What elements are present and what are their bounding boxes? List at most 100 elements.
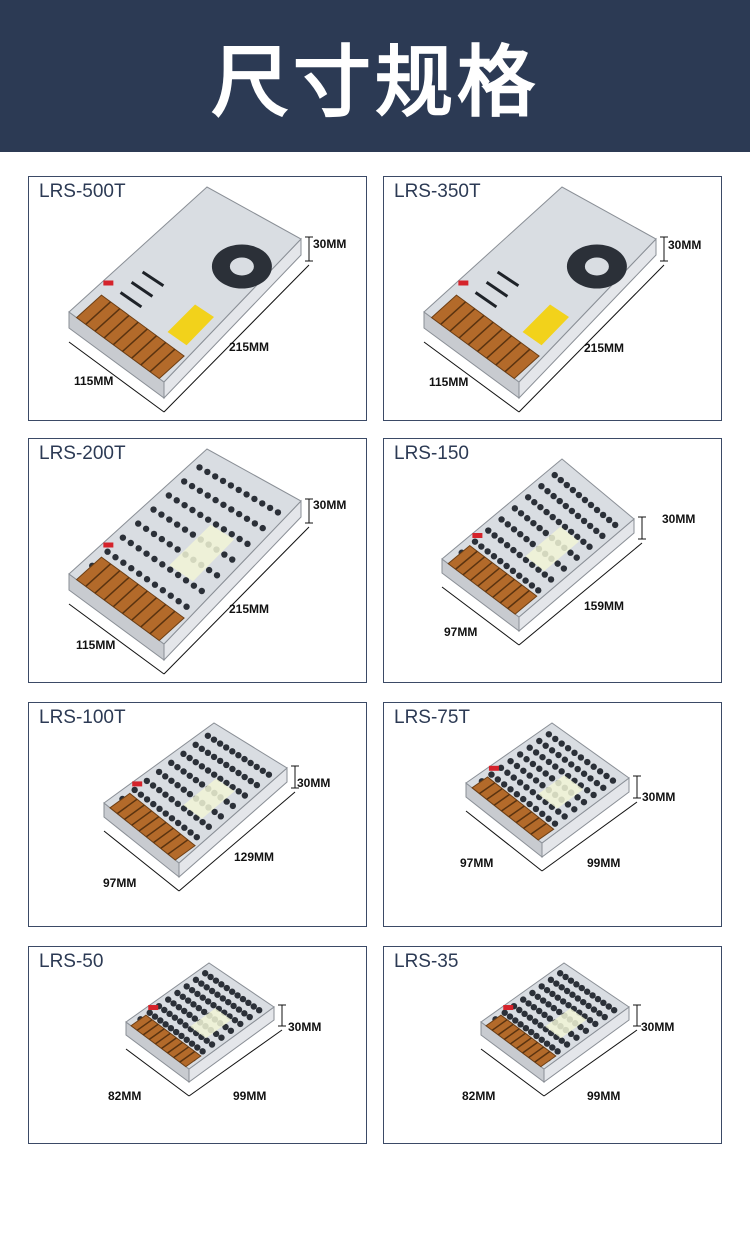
- vent-hole: [554, 994, 561, 1001]
- product-card-lrs-75t: LRS-75T 30MM 99MM 97MM: [383, 702, 722, 927]
- vent-hole: [507, 786, 514, 793]
- vent-hole: [174, 546, 181, 553]
- vent-hole: [196, 487, 204, 494]
- vent-hole: [188, 1040, 196, 1047]
- vent-hole: [583, 988, 591, 995]
- vent-hole: [529, 540, 536, 548]
- vent-hole: [542, 770, 549, 777]
- vent-hole: [180, 768, 187, 775]
- terminal-screw: [154, 1032, 171, 1045]
- vent-hole: [512, 1017, 519, 1024]
- vent-hole: [580, 998, 587, 1006]
- vent-hole: [127, 539, 134, 547]
- vent-hole: [251, 495, 258, 503]
- height-dimension: 30MM: [297, 776, 331, 790]
- vent-hole: [166, 516, 173, 523]
- vent-hole: [175, 598, 182, 605]
- vent-hole: [507, 757, 514, 765]
- model-label: LRS-350T: [394, 181, 481, 202]
- vent-hole: [557, 476, 564, 484]
- vent-hole: [210, 736, 218, 743]
- vent-hole: [207, 973, 214, 981]
- vent-hole: [587, 501, 595, 509]
- vent-hole: [236, 535, 243, 543]
- vent-hole: [181, 526, 189, 533]
- vent-hole: [194, 1044, 201, 1051]
- vent-hole: [199, 1048, 206, 1055]
- terminal-screw: [493, 793, 511, 806]
- length-dimension: 99MM: [587, 1089, 621, 1103]
- vent-hole: [555, 751, 562, 759]
- vent-hole: [212, 521, 220, 528]
- vent-hole: [559, 998, 567, 1005]
- vent-hole: [611, 521, 619, 529]
- vent-hole: [253, 781, 261, 789]
- vent-hole: [498, 516, 505, 523]
- vent-hole: [542, 529, 549, 537]
- vent-hole: [547, 976, 555, 984]
- vent-hole: [183, 603, 190, 610]
- vent-hole: [526, 800, 533, 808]
- vent-hole: [230, 1002, 237, 1010]
- vent-hole: [533, 1032, 540, 1040]
- model-label: LRS-150: [394, 443, 469, 464]
- vent-hole: [511, 505, 519, 512]
- model-label: LRS-100T: [39, 707, 126, 728]
- vent-hole: [593, 506, 601, 514]
- vent-hole: [599, 511, 607, 519]
- vent-hole: [204, 468, 211, 476]
- vent-hole: [531, 1018, 539, 1025]
- vent-hole: [178, 1032, 185, 1040]
- vent-hole: [162, 1021, 169, 1028]
- vent-hole: [526, 1014, 534, 1021]
- length-dimension-line: [163, 264, 310, 413]
- vent-hole: [203, 1037, 210, 1044]
- vent-hole: [223, 798, 230, 805]
- vent-hole: [135, 520, 142, 527]
- terminal-block: [471, 776, 555, 841]
- vent-hole: [567, 549, 574, 556]
- terminal-screw: [497, 1023, 514, 1036]
- vent-hole: [560, 565, 568, 572]
- terminal-screw: [85, 563, 112, 587]
- vent-hole: [594, 995, 602, 1003]
- vent-hole: [184, 997, 192, 1004]
- vent-hole: [186, 1011, 193, 1019]
- vent-hole: [214, 991, 221, 998]
- vent-slot: [474, 291, 498, 309]
- vent-hole: [573, 981, 580, 988]
- vent-hole: [513, 762, 521, 770]
- vent-hole: [582, 1027, 590, 1034]
- vent-hole: [530, 519, 537, 527]
- vent-hole: [158, 511, 165, 518]
- vent-hole: [550, 492, 557, 500]
- vent-hole: [259, 500, 266, 507]
- vent-hole: [529, 989, 536, 997]
- vent-hole: [488, 771, 495, 778]
- vent-hole: [571, 806, 578, 813]
- brand-badge: [488, 765, 499, 771]
- vent-hole: [545, 1001, 552, 1008]
- vent-hole: [186, 772, 193, 779]
- vent-hole: [569, 486, 577, 494]
- width-dimension: 97MM: [444, 625, 478, 639]
- vent-hole: [535, 1007, 543, 1015]
- vent-hole: [167, 1024, 175, 1032]
- vent-hole: [603, 772, 610, 780]
- vent-hole: [592, 1020, 599, 1028]
- terminal-screw: [504, 348, 531, 373]
- product-card-lrs-200t: LRS-200T 30MM 215MM 115MM: [28, 438, 367, 683]
- vent-hole: [219, 477, 227, 485]
- vent-hole: [175, 1003, 183, 1011]
- vent-hole: [596, 768, 604, 775]
- length-dimension-line: [163, 526, 310, 675]
- vent-hole: [172, 1028, 180, 1036]
- vent-hole: [568, 761, 575, 768]
- vent-hole: [195, 1004, 203, 1012]
- vent-hole: [208, 1041, 216, 1048]
- vent-hole: [510, 526, 518, 533]
- warning-label: [522, 304, 569, 346]
- vent-hole: [218, 1034, 225, 1041]
- terminal-screw: [131, 335, 158, 359]
- terminal-screw: [528, 1046, 545, 1059]
